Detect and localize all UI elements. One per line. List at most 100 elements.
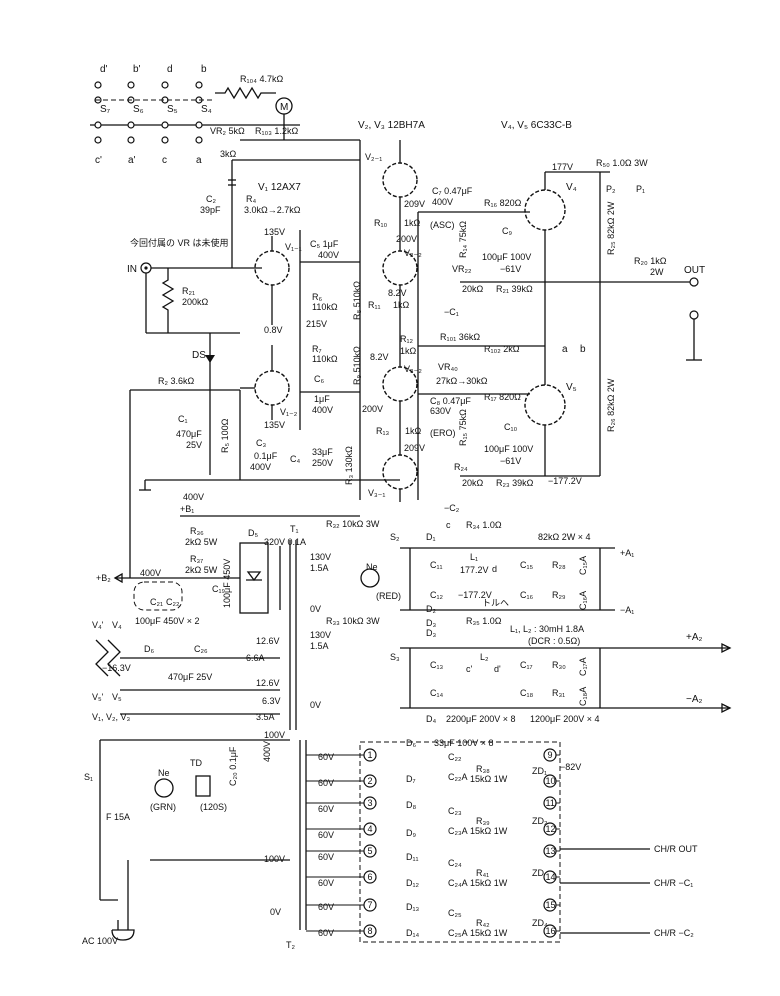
terminal-label-12: 12 (546, 824, 556, 834)
r102-label: R₁₀₂ 2kΩ (484, 344, 520, 354)
v63-label: 6.3V (262, 696, 281, 706)
node-dp: d' (494, 664, 501, 674)
c15-label: C₁₅ (520, 560, 534, 570)
vm1772b-label: −177.2V (458, 590, 492, 600)
v1772-label: 177.2V (460, 565, 489, 575)
t2-label: T₂ (286, 940, 295, 950)
sw-top-label-1: d' (100, 64, 108, 75)
s3-label: S₃ (390, 652, 400, 662)
t1-label: T₁ (290, 524, 299, 534)
r14-label: R₁₄ 75kΩ (458, 221, 468, 258)
c17a-label: C₁₇A (578, 657, 588, 676)
c9-value: 100μF 100V (482, 252, 531, 262)
selector-switch-bank: d' b' d b S₇ S₆ S₅ S₄ c' a' c a R₁₀₄ 4.7… (90, 64, 360, 166)
c10-label: C₁₀ (504, 422, 518, 432)
l2-label: L₂ (480, 652, 489, 662)
c23-label: C₂₃ (448, 806, 462, 816)
r3-label: R₃ 130kΩ (344, 446, 354, 485)
terminal-label-4: 4 (368, 824, 373, 834)
b1-label: +B₁ (180, 504, 194, 514)
r10-label: R₁₀ (374, 218, 388, 228)
v400-top: 400V (183, 492, 204, 502)
c15a-label: C₁₅A (578, 556, 588, 575)
c1-value: 470μF (176, 429, 202, 439)
c20-value: 400V (262, 741, 272, 762)
c5-value: 400V (318, 250, 339, 260)
v123-label: V₁, V₂, V₃ (92, 712, 131, 722)
r4-value: 3.0kΩ→2.7kΩ (244, 205, 301, 215)
r25-label: R₂₅ 82kΩ 2W (606, 201, 616, 255)
c22b-label: C₂₂ (448, 752, 462, 762)
r15-label: R₁₅ 75kΩ (458, 409, 468, 446)
r12-label: R₁₂ (400, 334, 414, 344)
a1-label: +A₁ (620, 548, 634, 558)
vm1772-label: −177.2V (548, 476, 582, 486)
v5-rail: V₅ (112, 692, 122, 702)
s1-label: S₁ (84, 772, 93, 782)
r37-label: R₃₇ (190, 554, 203, 564)
a2m-label: −A₂ (686, 694, 703, 705)
c18a-label: C₁₈A (578, 687, 588, 706)
v0b-label: 0V (310, 700, 321, 710)
c3-value: 0.1μF (254, 451, 278, 461)
r5-label: R₅ 100Ω (220, 418, 230, 453)
v130b-label: 130V (310, 630, 331, 640)
v60-5: 60V (318, 852, 334, 862)
c16a-label: C₁₆A (578, 591, 588, 610)
r39-value: 15kΩ 1W (470, 826, 508, 836)
node-b: b (580, 344, 586, 355)
v15b-label: 1.5A (310, 641, 329, 651)
input-stage: 今回付属の VR は未使用 IN R₂₁ 200kΩ C₂ 39pF R₄ 3.… (127, 159, 360, 334)
v400-bot: 400V (140, 568, 161, 578)
c20-label: C₂₀ 0.1μF (228, 746, 238, 786)
v60-4: 60V (318, 830, 334, 840)
input-label: IN (127, 264, 137, 275)
r38-value: 15kΩ 1W (470, 774, 508, 784)
r22-label: 20kΩ (462, 284, 484, 294)
vm82-label: −82V (560, 762, 581, 772)
c7-label: C₇ 0.47μF (432, 186, 473, 196)
torube-label: トルヘ (482, 598, 509, 608)
r17-label: R₁₇ 820Ω (484, 392, 521, 402)
c9-label: C₉ (502, 226, 512, 236)
sw-s5: S₅ (167, 104, 178, 115)
sw-top-label-3: d (167, 64, 173, 75)
d12-label: D₁₂ (406, 878, 420, 888)
v100b-label: 100V (264, 854, 285, 864)
d6-label: D₆ (144, 644, 154, 654)
r13-label: R₁₃ (376, 426, 390, 436)
cathode-network: DS R₂ 3.6kΩ C₁ 470μF 25V R₅ 100Ω C₃ 0.1μ… (129, 333, 400, 578)
terminal-label-7: 7 (368, 900, 373, 910)
r13-value: 1kΩ (405, 426, 422, 436)
v15a-label: 1.5A (310, 563, 329, 573)
c19-label: C₁₉ (212, 584, 226, 594)
r31-label: R₃₁ (552, 688, 565, 698)
terminal-label-16: 16 (546, 926, 556, 936)
v82-top: 8.2V (388, 288, 407, 298)
p1-label: P₁ (636, 184, 645, 194)
r9-label: R₉ 510kΩ (352, 346, 362, 385)
chr-c1-label: CH/R −C₁ (654, 878, 693, 888)
c4-value: 33μF (312, 447, 333, 457)
c1-minus: −C₁ (444, 307, 459, 317)
v1-2-label: V₁₋₂ (280, 407, 298, 417)
r41-label: R₄₁ (476, 868, 489, 878)
c19-value: 100μF 450V (222, 559, 232, 608)
c7-value: 400V (432, 197, 453, 207)
v1-cathode-v: 0.8V (264, 325, 283, 335)
v35-label: 3.5A (256, 712, 275, 722)
b-supply: 400V +B₁ R₃₆ 2kΩ 5W R₃₇ 2kΩ 5W C₁₉ 100μF… (96, 492, 360, 730)
ero-label: (ERO) (430, 428, 456, 438)
r42-label: R₄₂ (476, 918, 490, 928)
sw-bottom-label-2: a' (128, 155, 136, 166)
c18-label: C₁₈ (520, 688, 534, 698)
r42-value: 15kΩ 1W (470, 928, 508, 938)
c25-label: C₂₅ (448, 908, 462, 918)
v2-2-label: V₂₋₂ (404, 248, 422, 258)
a1m-label: −A₁ (620, 605, 634, 615)
sw-s6: S₆ (133, 104, 144, 115)
node-cp: c' (466, 664, 473, 674)
v1-135-bottom: 135V (264, 420, 285, 430)
